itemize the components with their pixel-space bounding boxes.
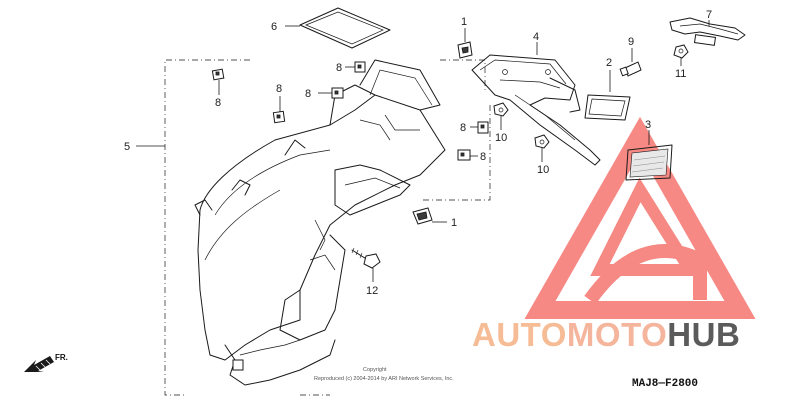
front-direction-label: FR. <box>55 353 68 362</box>
callout-6: 6 <box>271 21 277 33</box>
callout-8-e: 8 <box>460 122 466 134</box>
nut-11 <box>673 44 689 66</box>
callout-10-a: 10 <box>495 132 507 144</box>
watermark-text-hub: HUB <box>667 316 740 353</box>
callout-8-c: 8 <box>305 88 311 100</box>
washer-10-a <box>493 102 509 130</box>
washer-10-b <box>534 134 550 162</box>
watermark-text-moto: MOTO <box>567 316 667 353</box>
diagram-code: MAJ8—F2800 <box>632 378 698 390</box>
mud-flap-6 <box>285 7 391 49</box>
watermark-text: AUTOMOTOHUB <box>472 316 740 353</box>
front-direction-arrow <box>24 356 54 372</box>
watermark-text-auto: AUTO <box>472 316 567 353</box>
clip-8-f <box>457 149 478 161</box>
collar-1-bottom <box>412 207 447 225</box>
clip-8-d <box>345 61 366 73</box>
callout-8-a: 8 <box>215 97 221 109</box>
callout-7: 7 <box>706 9 712 21</box>
reflector-3 <box>625 130 673 181</box>
reflector-base-2 <box>584 70 631 121</box>
callout-3: 3 <box>645 119 651 131</box>
callout-10-b: 10 <box>537 164 549 176</box>
clip-8-e <box>470 121 489 134</box>
watermark-logo <box>524 116 756 319</box>
clip-8-b <box>272 96 286 124</box>
callout-2: 2 <box>606 57 612 69</box>
clip-8-c <box>318 87 344 99</box>
callout-1-top: 1 <box>461 16 467 28</box>
assembly-bracket-5 <box>136 59 491 396</box>
callout-12: 12 <box>366 285 378 297</box>
callout-9: 9 <box>628 36 634 48</box>
callout-8-b: 8 <box>276 83 282 95</box>
bolt-12 <box>351 247 381 282</box>
bolt-9 <box>619 48 642 77</box>
callout-5: 5 <box>124 141 130 153</box>
callout-1-bottom: 1 <box>451 217 457 229</box>
license-bracket-4 <box>471 42 601 166</box>
copyright-line-2: Reproduced (c) 2004-2014 by ARI Network … <box>314 376 454 382</box>
collar-1-top <box>457 28 473 59</box>
harness-7 <box>669 17 746 46</box>
copyright-line-1: Copyright <box>363 367 387 373</box>
callout-4: 4 <box>533 31 539 43</box>
callout-8-d: 8 <box>336 62 342 74</box>
rear-fender <box>194 59 446 386</box>
callout-8-f: 8 <box>480 151 486 163</box>
callout-11: 11 <box>675 68 686 80</box>
clip-8-a <box>211 68 225 95</box>
